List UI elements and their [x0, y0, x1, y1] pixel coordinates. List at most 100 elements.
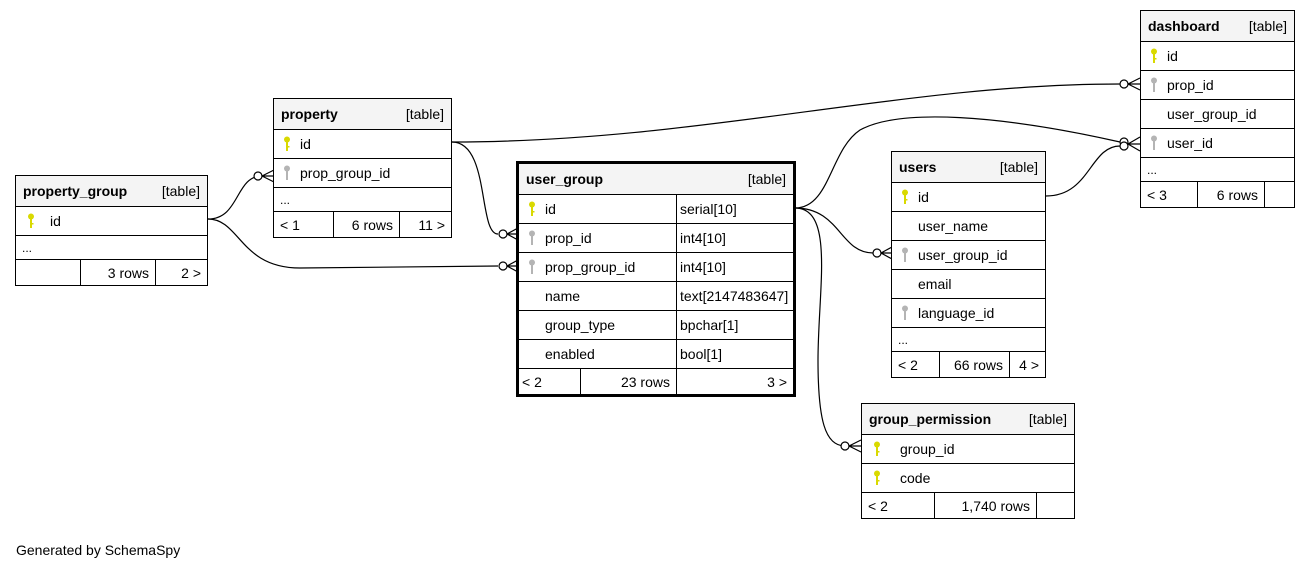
parents-count[interactable]: < 2 — [868, 497, 888, 514]
column-name: code — [900, 470, 931, 486]
crowfoot-marker — [1127, 136, 1141, 152]
parents-count[interactable]: < 3 — [1147, 186, 1167, 203]
column-name: name — [545, 288, 581, 304]
column-row[interactable]: group_type bpchar[1] — [519, 310, 793, 339]
table-footer: < 1 6 rows 11 > — [274, 211, 451, 237]
crowfoot-marker — [848, 439, 862, 453]
row-count: 66 rows — [939, 352, 1009, 377]
parents-count[interactable]: < 1 — [280, 216, 300, 233]
column-name: id — [50, 213, 61, 229]
optional-marker — [840, 441, 850, 451]
optional-marker — [1119, 141, 1129, 151]
table-user_group[interactable]: user_group [table] id serial[10] prop_id… — [516, 161, 796, 397]
column-name: id — [545, 201, 556, 217]
column-row[interactable]: name text[2147483647] — [519, 281, 793, 310]
table-group_permission[interactable]: group_permission [table] group_id code <… — [861, 403, 1075, 519]
foreign-key-icon — [280, 165, 294, 181]
parents-count[interactable]: < 2 — [522, 373, 542, 390]
column-name: prop_id — [1167, 77, 1214, 93]
edge-user_group-prop_id-to-property — [451, 141, 499, 235]
column-row[interactable]: id serial[10] — [519, 194, 793, 223]
column-row[interactable]: language_id — [892, 298, 1045, 327]
optional-marker — [872, 248, 882, 258]
column-name: user_name — [918, 218, 989, 234]
table-header: dashboard [table] — [1141, 11, 1294, 41]
primary-key-icon — [525, 201, 539, 217]
table-users[interactable]: users [table] id user_name user_group_id… — [891, 151, 1046, 378]
column-type: serial[10] — [676, 195, 793, 223]
column-row[interactable]: id — [274, 129, 451, 158]
column-row[interactable]: id — [892, 182, 1045, 211]
column-name: user_group_id — [1167, 106, 1257, 122]
table-property[interactable]: property [table] id prop_group_id ... < … — [273, 98, 452, 238]
column-name: prop_group_id — [545, 259, 636, 275]
table-dashboard[interactable]: dashboard [table] id prop_id user_group_… — [1140, 10, 1295, 208]
column-row[interactable]: email — [892, 269, 1045, 298]
foreign-key-icon — [525, 259, 539, 275]
foreign-key-icon — [525, 230, 539, 246]
children-count[interactable]: 4 > — [1009, 352, 1045, 377]
table-tag: [table] — [999, 159, 1038, 175]
table-header: user_group [table] — [519, 164, 793, 194]
column-row[interactable]: user_group_id — [892, 240, 1045, 269]
foreign-key-icon — [1147, 135, 1161, 151]
parents-count[interactable]: < 2 — [898, 356, 918, 373]
primary-key-icon — [898, 189, 912, 205]
table-footer: 3 rows 2 > — [16, 259, 207, 285]
foreign-key-icon — [1147, 77, 1161, 93]
table-name: dashboard — [1148, 18, 1220, 34]
column-row[interactable]: code — [862, 463, 1074, 492]
table-name: property — [281, 106, 338, 122]
table-header: property [table] — [274, 99, 451, 129]
column-row[interactable]: enabled bool[1] — [519, 339, 793, 368]
optional-marker — [1119, 137, 1129, 147]
table-name: property_group — [23, 183, 128, 199]
table-tag: [table] — [161, 183, 200, 199]
column-row[interactable]: user_name — [892, 211, 1045, 240]
column-row[interactable]: id — [1141, 41, 1294, 70]
column-name: prop_id — [545, 230, 592, 246]
column-row[interactable]: id — [16, 206, 207, 235]
table-name: user_group — [526, 171, 604, 187]
optional-marker — [498, 229, 508, 239]
edge-dashboard-prop_id-to-property — [451, 83, 1121, 143]
row-count: 3 rows — [80, 260, 155, 285]
row-count: 23 rows — [580, 369, 676, 394]
primary-key-icon — [24, 213, 38, 229]
table-property_group[interactable]: property_group [table] id ... 3 rows 2 > — [15, 175, 208, 286]
more-columns: ... — [16, 235, 207, 259]
parents-count[interactable] — [16, 260, 80, 285]
children-count[interactable] — [1036, 493, 1074, 518]
column-row[interactable]: user_group_id — [1141, 99, 1294, 128]
crowfoot-marker — [1127, 77, 1141, 91]
children-count[interactable]: 2 > — [155, 260, 207, 285]
table-tag: [table] — [1028, 411, 1067, 427]
edge-property-prop_group_id-to-property_group — [207, 175, 263, 220]
table-name: users — [899, 159, 937, 175]
children-count[interactable]: 11 > — [399, 212, 451, 237]
column-name: id — [918, 189, 929, 205]
foreign-key-icon — [898, 247, 912, 263]
table-footer: < 2 66 rows 4 > — [892, 351, 1045, 377]
column-name: id — [1167, 48, 1178, 64]
column-row[interactable]: user_id — [1141, 128, 1294, 157]
children-count[interactable] — [1264, 182, 1294, 207]
column-row[interactable]: prop_group_id int4[10] — [519, 252, 793, 281]
primary-key-icon — [280, 136, 294, 152]
row-count: 6 rows — [1197, 182, 1264, 207]
column-row[interactable]: group_id — [862, 434, 1074, 463]
column-row[interactable]: prop_group_id — [274, 158, 451, 187]
table-tag: [table] — [1248, 18, 1287, 34]
table-footer: < 3 6 rows — [1141, 181, 1294, 207]
column-name: group_type — [545, 317, 616, 333]
column-name: id — [300, 136, 311, 152]
column-row[interactable]: prop_id — [1141, 70, 1294, 99]
children-count[interactable]: 3 > — [676, 369, 793, 394]
column-name: user_id — [1167, 135, 1213, 151]
table-tag: [table] — [747, 171, 786, 187]
column-name: group_id — [900, 441, 955, 457]
edge-group_permission-to-user_group — [794, 207, 846, 447]
row-count: 6 rows — [333, 212, 399, 237]
column-row[interactable]: prop_id int4[10] — [519, 223, 793, 252]
edge-users-user_group_id-to-user_group — [794, 207, 874, 254]
